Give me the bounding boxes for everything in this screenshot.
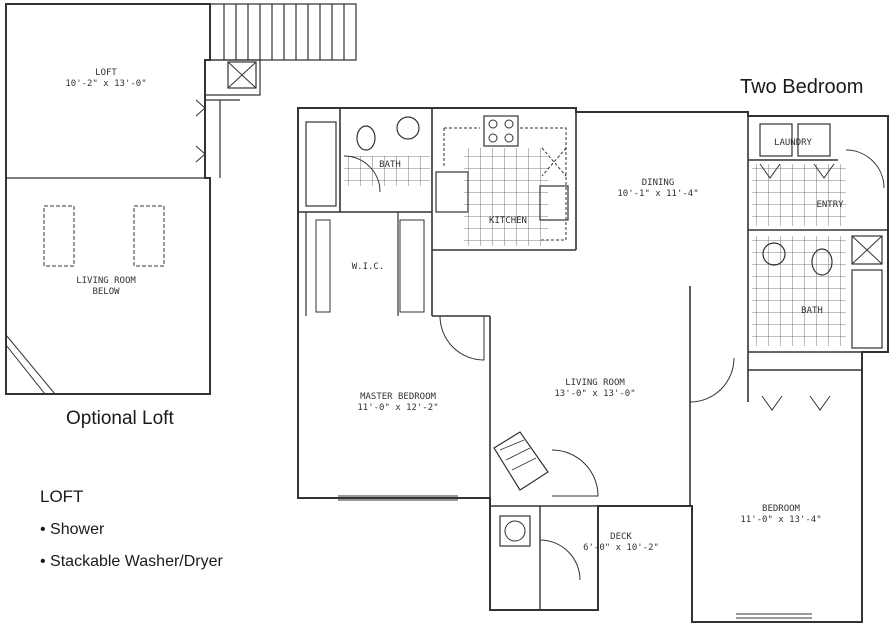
loft-feature-washer-dryer: • Stackable Washer/Dryer bbox=[40, 553, 223, 570]
bedroom-wall bbox=[747, 352, 862, 402]
bath2-linen bbox=[851, 235, 883, 265]
dining-label: DINING 10'-1" x 11'-4" bbox=[608, 178, 708, 200]
living-below-line1: LIVING ROOM bbox=[76, 276, 136, 286]
bath-master-label: BATH bbox=[379, 160, 401, 170]
loft-dims: 10'-2" x 13'-0" bbox=[65, 79, 147, 89]
skylight-right bbox=[133, 205, 165, 267]
wic-wall bbox=[305, 212, 399, 316]
kitchen-tile-floor bbox=[464, 148, 548, 246]
bath2-sink bbox=[762, 242, 786, 266]
loft-outer-wall bbox=[5, 3, 211, 395]
loft-stair-treads bbox=[210, 3, 357, 61]
loft-feature-shower: • Shower bbox=[40, 521, 105, 538]
loft-corner-stair bbox=[5, 334, 56, 395]
living-dims: 13'-0" x 13'-0" bbox=[554, 389, 636, 399]
laundry-entry-walls bbox=[747, 116, 888, 353]
loft-washer-dryer bbox=[227, 61, 257, 89]
wic-shelf-right bbox=[399, 219, 425, 313]
skylight-left bbox=[43, 205, 75, 267]
bedroom-dims: 11'-0" x 13'-4" bbox=[740, 515, 822, 525]
master-bedroom-label: MASTER BEDROOM 11'-0" x 12'-2" bbox=[324, 392, 472, 414]
deck-door bbox=[539, 539, 581, 581]
living-below-line2: BELOW bbox=[92, 287, 120, 297]
kitchen-walls bbox=[432, 112, 577, 251]
deck-label: DECK 6'-0" x 10'-2" bbox=[576, 532, 666, 554]
bedroom-closet-doors bbox=[761, 395, 831, 411]
window-master bbox=[338, 495, 458, 501]
loft-plan bbox=[5, 3, 357, 395]
deck-door-swing bbox=[551, 449, 599, 497]
dining-dims: 10'-1" x 11'-4" bbox=[617, 189, 699, 199]
master-name: MASTER BEDROOM bbox=[360, 392, 436, 402]
main-plan bbox=[297, 107, 889, 623]
main-outer-wall bbox=[297, 107, 889, 623]
loft-features-heading: LOFT bbox=[40, 487, 84, 506]
deck-dims: 6'-0" x 10'-2" bbox=[583, 543, 659, 553]
plan-title: Two Bedroom bbox=[740, 76, 864, 98]
refrigerator bbox=[435, 171, 469, 213]
deck-name: DECK bbox=[610, 532, 632, 542]
dishwasher-x bbox=[541, 147, 567, 177]
loft-shower-wall bbox=[205, 59, 261, 178]
bath2-tub bbox=[851, 269, 883, 349]
master-sink bbox=[396, 116, 420, 140]
entry-closet-doors bbox=[759, 163, 835, 179]
master-bedroom-wall bbox=[432, 315, 491, 498]
deck-water-heater bbox=[499, 515, 531, 547]
kitchen-label: KITCHEN bbox=[489, 216, 527, 226]
bath2-toilet bbox=[811, 248, 833, 276]
deck-wall bbox=[490, 505, 598, 610]
optional-loft-caption: Optional Loft bbox=[66, 408, 174, 429]
bedroom-label: BEDROOM 11'-0" x 13'-4" bbox=[726, 504, 836, 526]
living-room-label: LIVING ROOM 13'-0" x 13'-0" bbox=[540, 378, 650, 400]
living-name: LIVING ROOM bbox=[565, 378, 625, 388]
kitchen-sink bbox=[539, 185, 569, 221]
master-bath-walls bbox=[298, 108, 433, 316]
master-dims: 11'-0" x 12'-2" bbox=[357, 403, 439, 413]
loft-label: LOFT 10'-2" x 13'-0" bbox=[64, 68, 148, 90]
bedroom-name: BEDROOM bbox=[762, 504, 800, 514]
master-tub bbox=[305, 121, 337, 207]
wic-shelf-left bbox=[315, 219, 331, 313]
master-door-swing bbox=[439, 315, 485, 361]
range bbox=[483, 115, 519, 147]
entry-door-swing bbox=[845, 149, 885, 189]
window-bedroom bbox=[736, 613, 812, 619]
laundry-washer bbox=[759, 123, 793, 157]
loft-name: LOFT bbox=[95, 68, 117, 78]
laundry-label: LAUNDRY bbox=[774, 138, 812, 148]
living-door-swing bbox=[689, 357, 735, 403]
bath2-tile-floor bbox=[752, 236, 846, 346]
bath-second-label: BATH bbox=[801, 306, 823, 316]
dining-name: DINING bbox=[641, 178, 675, 188]
entry-label: ENTRY bbox=[816, 200, 844, 210]
loft-door-swings bbox=[195, 99, 206, 163]
fireplace bbox=[493, 431, 549, 491]
counter-line bbox=[443, 127, 567, 241]
laundry-dryer bbox=[797, 123, 831, 157]
living-below-label: LIVING ROOM BELOW bbox=[64, 276, 148, 298]
master-bath-door bbox=[343, 155, 381, 193]
wic-label: W.I.C. bbox=[351, 262, 385, 272]
